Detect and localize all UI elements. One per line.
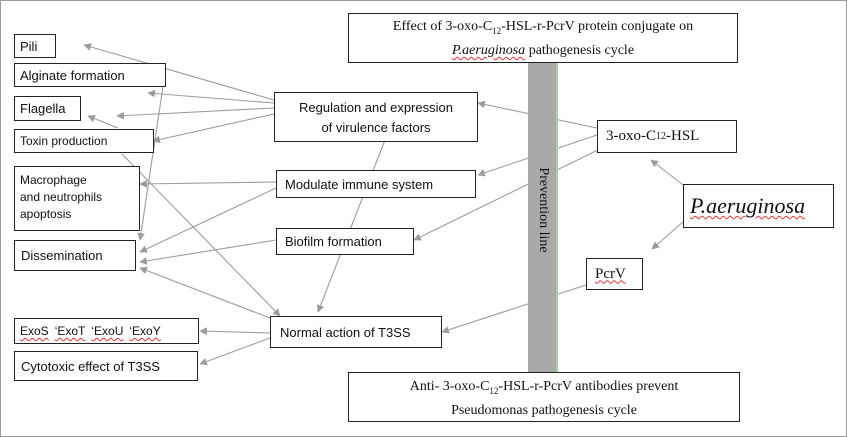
- exou-label: ‘ExoU: [91, 324, 124, 338]
- arrow-species-to-pcrv: [651, 221, 684, 250]
- exos-label: ExoS: [20, 324, 49, 338]
- arrow-t3ss-to-exo: [199, 327, 271, 336]
- pcrv-box: PcrV: [586, 258, 643, 290]
- dissemination-box: Dissemination: [14, 240, 136, 271]
- arrow-regulation-to-toxin: [152, 113, 275, 144]
- footer-box: Anti- 3-oxo-C12-HSL-r-PcrV antibodies pr…: [348, 372, 740, 422]
- footer-line-1: Anti- 3-oxo-C12-HSL-r-PcrV antibodies pr…: [409, 379, 679, 396]
- arrow-toxin-to-t3ss: [121, 153, 281, 317]
- biofilm-formation-box: Biofilm formation: [276, 228, 414, 255]
- title-line-1: Effect of 3-oxo-C12-HSL-r-PcrV protein c…: [392, 19, 694, 36]
- prevention-line-edge: [556, 62, 558, 372]
- arrow-regulation-to-t3ss: [316, 139, 386, 313]
- title-species: P.aeruginosa: [451, 42, 526, 58]
- toxin-production-box: Toxin production: [14, 129, 154, 153]
- pili-box: Pili: [14, 34, 56, 58]
- arrow-species-to-hsl: [650, 159, 684, 186]
- arrow-immune-to-macrophage: [139, 180, 277, 188]
- exoy-label: ‘ExoY: [129, 324, 161, 338]
- exo-effectors-box: ExoS ‘ExoT ‘ExoU ‘ExoY: [14, 318, 199, 344]
- prevention-line-bar: [528, 62, 558, 372]
- arrow-hsl-to-biofilm: [413, 147, 603, 241]
- exot-label: ‘ExoT: [54, 324, 86, 338]
- arrow-pcrv-to-t3ss: [441, 284, 587, 334]
- arrow-regulation-to-alginate: [147, 89, 275, 104]
- arrow-toxin-to-flagella: [87, 114, 119, 129]
- species-label: P.aeruginosa: [690, 193, 806, 218]
- title-line-2: P.aeruginosa pathogenesis cycle: [451, 42, 635, 58]
- modulate-immune-box: Modulate immune system: [276, 170, 476, 198]
- title-box: Effect of 3-oxo-C12-HSL-r-PcrV protein c…: [348, 13, 738, 63]
- flagella-box: Flagella: [14, 96, 81, 121]
- arrow-regulation-to-flagella: [116, 107, 275, 120]
- macrophage-apoptosis-box: Macrophage and neutrophils apoptosis: [14, 166, 140, 231]
- species-box: P.aeruginosa: [683, 184, 834, 228]
- arrow-immune-to-dissemination: [139, 187, 277, 253]
- pcrv-label: PcrV: [595, 265, 626, 282]
- arrow-regulation-to-pili: [83, 43, 275, 101]
- arrow-biofilm-to-dissemination: [139, 239, 277, 265]
- regulation-box: Regulation and expression of virulence f…: [274, 92, 478, 142]
- alginate-formation-box: Alginate formation: [14, 63, 166, 87]
- footer-line-2: Pseudomonas pathogenesis cycle: [451, 402, 637, 418]
- prevention-line-label: Prevention line: [536, 167, 551, 253]
- arrow-t3ss-to-cytotoxic: [199, 337, 271, 366]
- cytotoxic-effect-box: Cytotoxic effect of T3SS: [14, 351, 198, 381]
- t3ss-box: Normal action of T3SS: [270, 316, 442, 348]
- arrow-alginate-to-dissemination: [137, 72, 166, 241]
- arrow-t3ss-to-dissemination: [139, 266, 271, 319]
